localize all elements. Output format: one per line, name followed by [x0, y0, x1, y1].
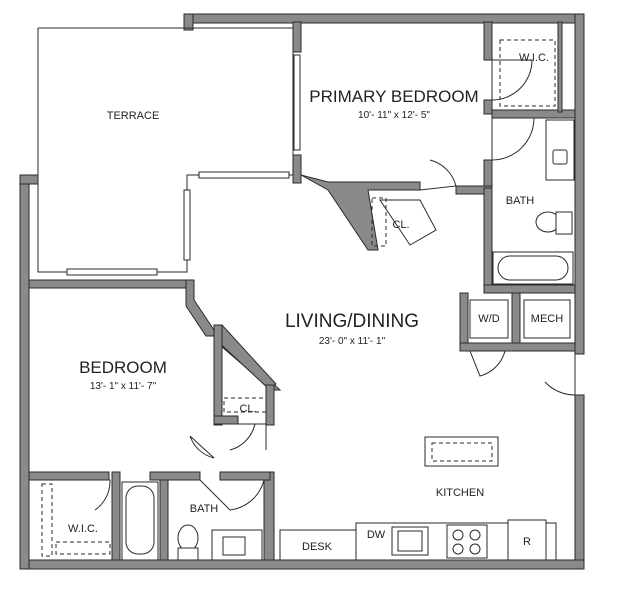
washer-dryer-label: W/D	[478, 313, 499, 325]
desk-unit	[279, 529, 357, 561]
primary-bedroom-label: PRIMARY BEDROOM	[309, 87, 478, 106]
bedroom-toilet	[177, 524, 199, 552]
kitchen-label: KITCHEN	[436, 487, 484, 499]
labels: TERRACE PRIMARY BEDROOM 10'- 11" x 12'- …	[68, 52, 563, 553]
exterior-walls	[19, 13, 585, 570]
primary-bedroom-dims: 10'- 11" x 12'- 5"	[358, 110, 430, 121]
desk-label: DESK	[302, 541, 333, 553]
terrace-window-top	[198, 171, 290, 179]
fixtures	[41, 39, 575, 561]
primary-window	[293, 54, 301, 151]
cooktop	[446, 524, 488, 559]
refrigerator-label: R	[523, 536, 531, 548]
bedroom-bath-label: BATH	[190, 503, 219, 515]
dishwasher-label: DW	[367, 529, 386, 541]
living-dining-dims: 23'- 0" x 11'- 1"	[319, 336, 386, 347]
bedroom-closet-label: CL.	[239, 403, 256, 415]
doors	[75, 59, 576, 511]
living-dining-label: LIVING/DINING	[285, 311, 419, 332]
mech-unit	[523, 299, 571, 339]
terrace-label: TERRACE	[107, 110, 160, 122]
mech-label: MECH	[531, 313, 563, 325]
bedroom-wic-label: W.I.C.	[68, 523, 98, 535]
primary-closet-label: CL.	[392, 219, 409, 231]
washer-dryer-unit	[469, 299, 509, 339]
bedroom-dims: 13'- 1" x 11'- 7"	[90, 381, 157, 392]
bedroom-label: BEDROOM	[79, 358, 167, 377]
terrace-window-bottom	[66, 268, 158, 276]
refrigerator-unit	[507, 519, 547, 561]
interior-walls	[28, 21, 576, 561]
primary-bath-label: BATH	[506, 195, 535, 207]
terrace-window-side	[183, 189, 191, 261]
primary-wic-label: W.I.C.	[519, 52, 549, 64]
kitchen-island	[424, 436, 499, 467]
terrace-area	[37, 27, 294, 276]
